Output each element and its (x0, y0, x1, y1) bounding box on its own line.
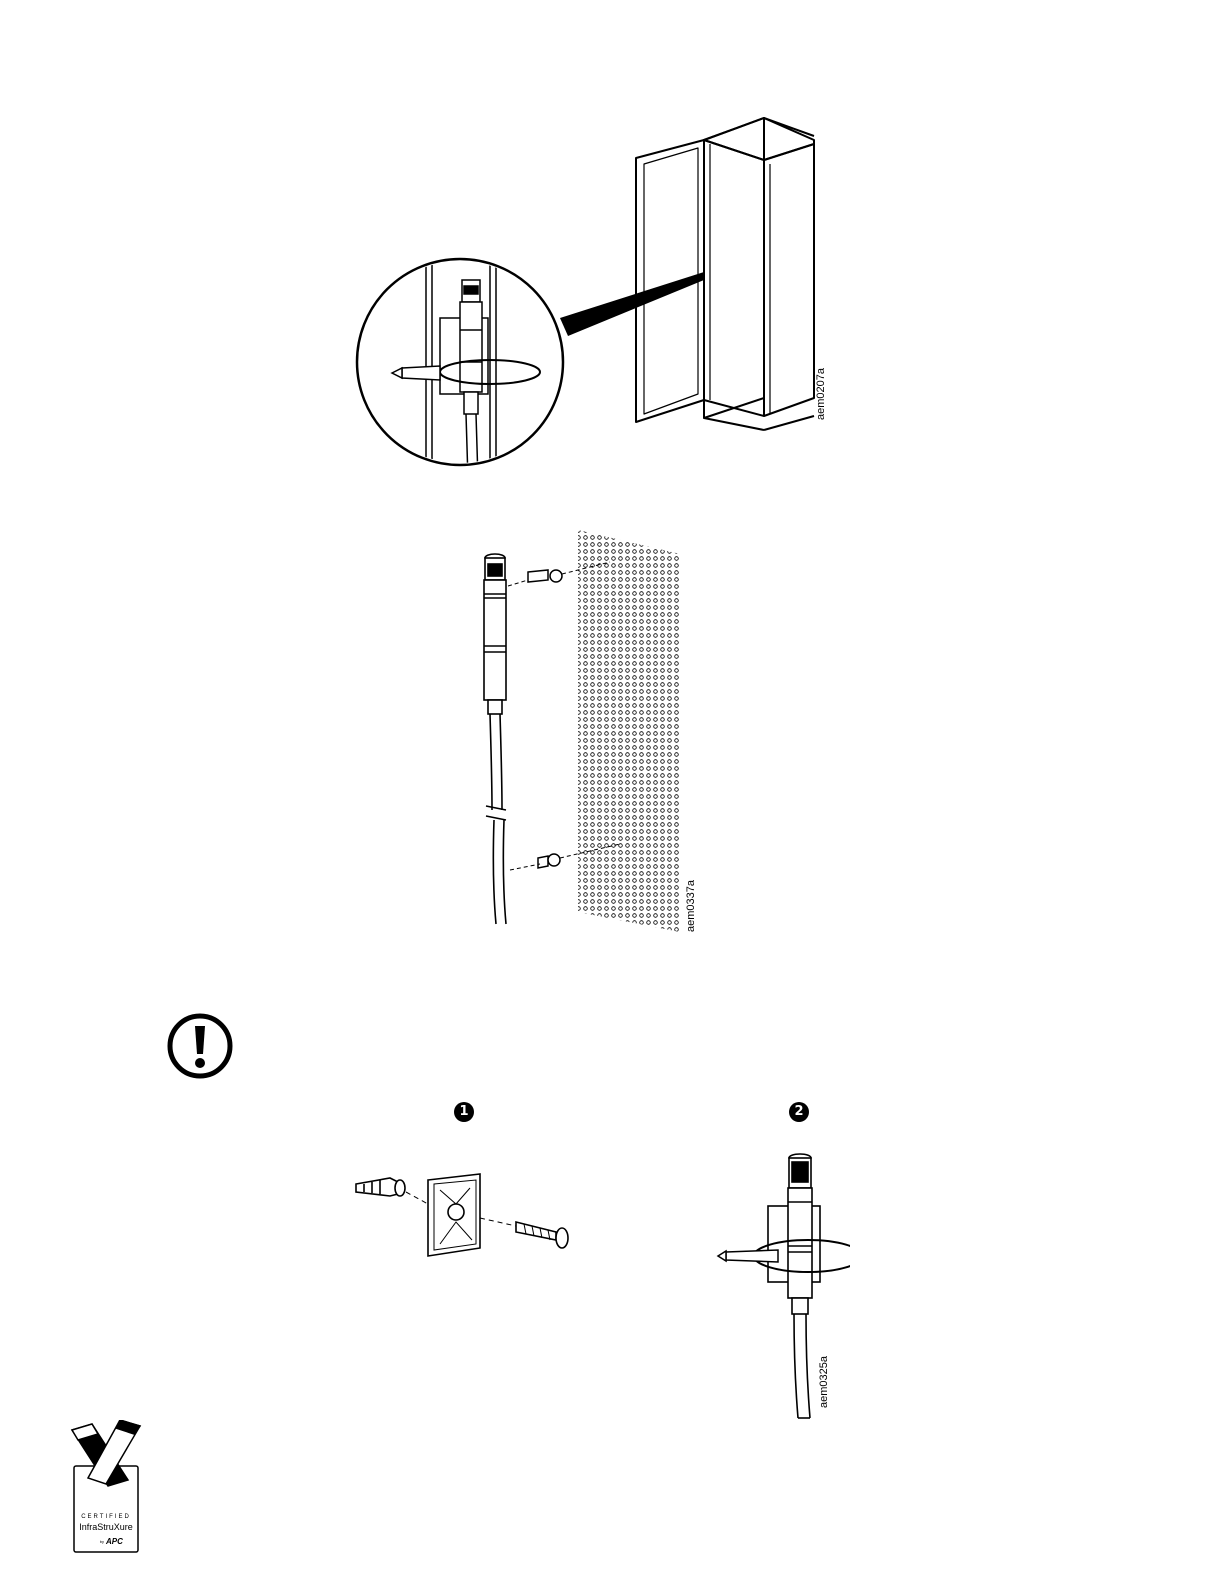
rack-mount-figure: aem0207a (340, 100, 860, 480)
logo-apc-text: APC (105, 1537, 123, 1546)
logo-brand-text: InfraStruXure (79, 1522, 133, 1532)
logo-by-text: by (100, 1539, 104, 1544)
figure-id-label: aem0337a (685, 879, 697, 932)
figure-id-label: aem0325a (818, 1355, 830, 1408)
infrastruxure-certified-logo: CERTIFIED InfraStruXure by APC (70, 1420, 142, 1554)
sensor-tied-figure: aem0325a (710, 1150, 850, 1425)
caution-exclamation-icon (166, 1012, 234, 1080)
perforated-mount-figure: aem0337a (470, 520, 710, 940)
step-2-badge: 2 (789, 1102, 809, 1122)
figure-id-label: aem0207a (815, 367, 827, 420)
step-1-badge: 1 (454, 1102, 474, 1122)
logo-certified-text: CERTIFIED (81, 1514, 131, 1520)
bracket-assembly-figure (350, 1160, 580, 1270)
